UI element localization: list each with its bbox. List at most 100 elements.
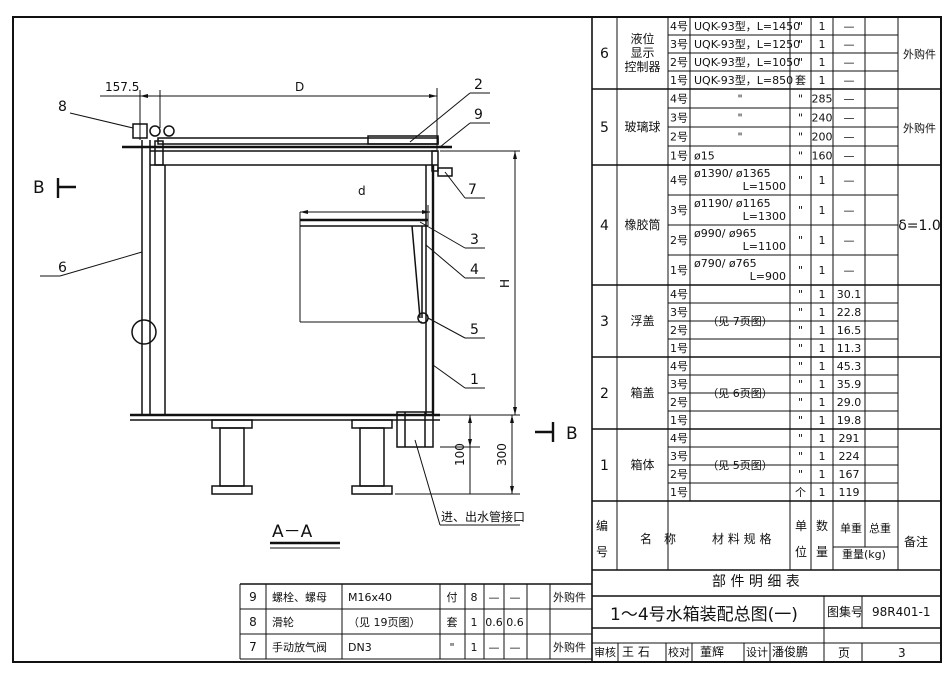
design-signature: 潘俊鹏 (772, 644, 808, 659)
page-label: 页 (838, 646, 850, 660)
callout-5: 5 (470, 322, 479, 338)
dim-100: 100 (453, 443, 467, 466)
header-remark: 备注 (904, 534, 928, 549)
bottom-item-number: 9 (249, 590, 257, 604)
size-cell: 1号 (670, 486, 688, 499)
qty-cell: 1 (819, 288, 826, 301)
unit-weight-cell: 30.1 (837, 288, 862, 301)
callout-1: 1 (470, 372, 479, 388)
callout-4: 4 (470, 262, 479, 278)
spec-cell-length: L=1300 (743, 210, 786, 223)
spec-cell: ø1390/ ø1365 (694, 167, 771, 180)
unit-cell: " (798, 56, 803, 69)
bottom-item-unit: " (449, 641, 454, 654)
spec-cell: UQK-93型，L=850 (694, 73, 793, 87)
design-label: 设计 (746, 646, 768, 659)
qty-cell: 1 (819, 324, 826, 337)
unit-weight-cell: — (844, 112, 855, 125)
qty-cell: 1 (819, 414, 826, 427)
unit-weight-cell: — (844, 264, 855, 277)
item-name: 浮盖 (630, 314, 654, 328)
size-cell: 3号 (670, 204, 688, 217)
unit-weight-cell: 35.9 (837, 378, 862, 391)
dim-157-5: 157.5 (105, 80, 139, 94)
item-remark: δ=1.0 (898, 218, 941, 234)
page-number: 3 (898, 646, 906, 660)
item-number: 1 (600, 458, 609, 474)
qty-cell: 1 (819, 450, 826, 463)
spec-cell-length: L=1100 (743, 240, 786, 253)
bottom-item-name: 滑轮 (272, 615, 294, 629)
spec-merged: （见 6页图） (707, 387, 773, 400)
qty-cell: 1 (819, 204, 826, 217)
spec-cell-length: L=900 (750, 270, 786, 283)
qty-cell: 285 (812, 93, 833, 106)
spec-cell: ø1190/ ø1165 (694, 197, 771, 210)
header-unit-1: 单 (795, 519, 807, 533)
spec-cell: ø990/ ø965 (694, 227, 757, 240)
review-label: 审核 (594, 645, 616, 659)
size-cell: 2号 (670, 324, 688, 337)
item-number: 2 (600, 386, 609, 402)
item-number: 3 (600, 314, 609, 330)
drawing-title: 1～4号水箱装配总图(一) (610, 605, 798, 625)
callout-7: 7 (468, 182, 477, 198)
dim-H: H (498, 279, 512, 288)
pipe-label: 进、出水管接口 (441, 509, 525, 524)
bottom-item-qty: 1 (471, 641, 478, 654)
size-cell: 4号 (670, 20, 688, 33)
unit-cell: " (798, 174, 803, 187)
bottom-item-total-weight: 0.6 (506, 616, 524, 629)
size-cell: 3号 (670, 38, 688, 51)
item-name: 液位 (630, 31, 654, 46)
unit-weight-cell: — (844, 204, 855, 217)
unit-cell: " (798, 20, 803, 33)
spec-cell: UQK-93型，L=1450 (694, 19, 800, 33)
size-cell: 2号 (670, 234, 688, 247)
item-name: 控制器 (624, 60, 660, 74)
qty-cell: 240 (812, 112, 833, 125)
qty-cell: 1 (819, 56, 826, 69)
unit-cell: " (798, 38, 803, 51)
item-number: 5 (600, 120, 609, 136)
spec-merged: （见 7页图） (707, 315, 773, 328)
size-cell: 3号 (670, 306, 688, 319)
section-title: A－A (272, 522, 313, 542)
unit-cell: 套 (795, 74, 806, 87)
unit-weight-cell: — (844, 20, 855, 33)
callout-8: 8 (58, 99, 67, 115)
size-cell: 4号 (670, 174, 688, 187)
review-signature: 王 石 (622, 645, 650, 659)
size-cell: 3号 (670, 112, 688, 125)
check-signature: 董辉 (700, 645, 724, 659)
unit-cell: " (798, 204, 803, 217)
spec-merged: （见 5页图） (707, 459, 773, 472)
unit-cell: " (798, 324, 803, 337)
size-cell: 4号 (670, 360, 688, 373)
unit-weight-cell: — (844, 150, 855, 163)
unit-weight-cell: 22.8 (837, 306, 862, 319)
unit-weight-cell: — (844, 174, 855, 187)
spec-cell: " (737, 112, 742, 125)
header-qty-2: 量 (816, 545, 828, 559)
header-qty-1: 数 (816, 518, 828, 533)
unit-cell: " (798, 342, 803, 355)
unit-cell: 个 (795, 486, 806, 499)
bottom-item-name: 螺栓、螺母 (272, 590, 327, 604)
callout-9: 9 (474, 107, 483, 123)
unit-cell: " (798, 306, 803, 319)
size-cell: 2号 (670, 468, 688, 481)
section-mark-left: B (33, 178, 45, 198)
unit-weight-cell: — (844, 234, 855, 247)
unit-cell: " (798, 288, 803, 301)
bottom-item-unit: 套 (447, 616, 458, 629)
bottom-item-unit-weight: 0.6 (485, 616, 503, 629)
qty-cell: 1 (819, 20, 826, 33)
item-remark: 外购件 (903, 47, 936, 61)
parts-table-header: 编 号 名 称 材 料 规 格 单 位 数 量 单重 总重 重量(kg) 备注 … (596, 518, 928, 590)
size-cell: 4号 (670, 93, 688, 106)
unit-cell: " (798, 264, 803, 277)
spec-cell: UQK-93型，L=1050 (694, 55, 800, 69)
spec-cell: ø790/ ø765 (694, 257, 757, 270)
